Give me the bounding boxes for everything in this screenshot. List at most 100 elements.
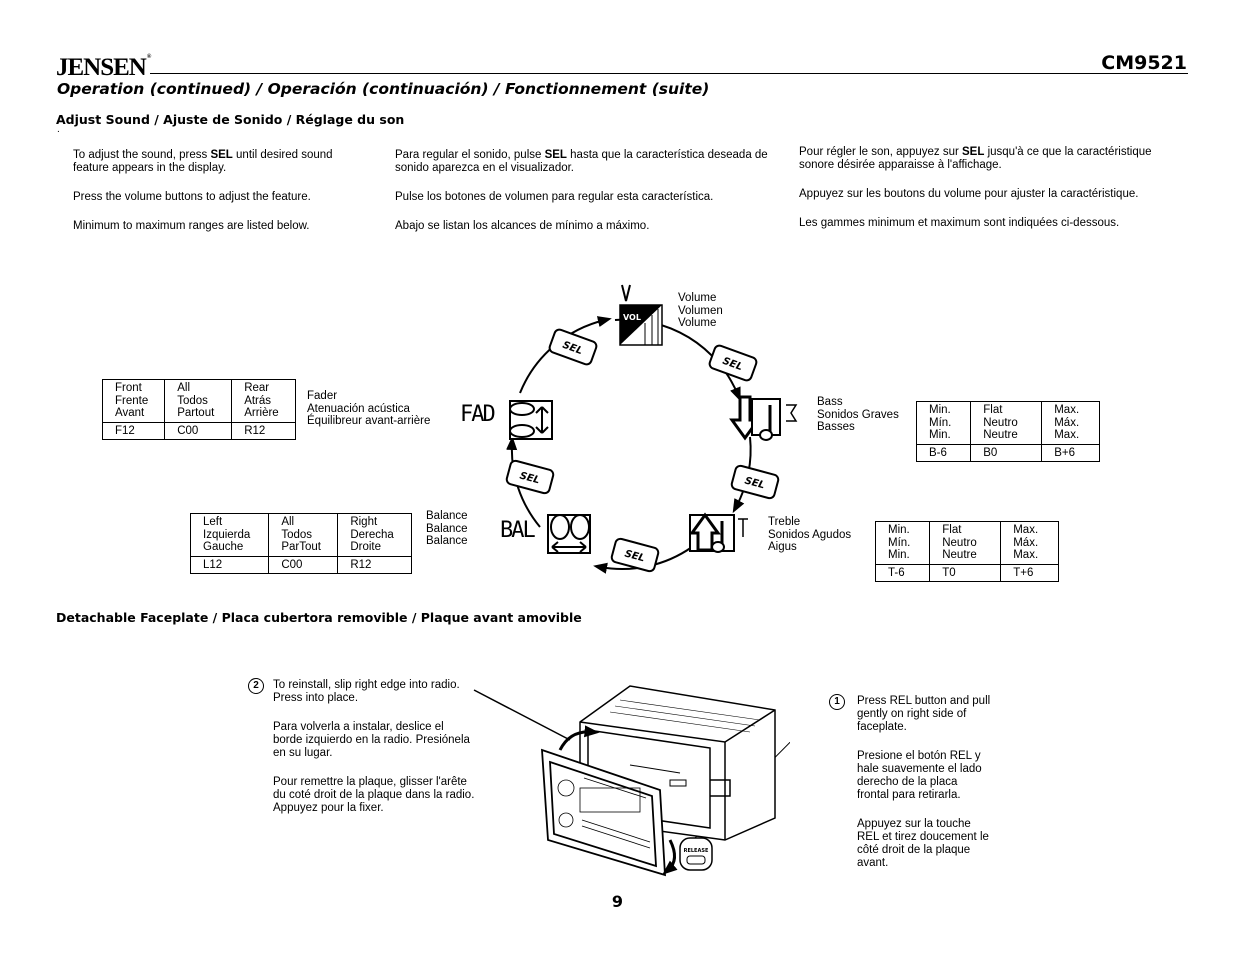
sel-tab: SEL [708,344,758,382]
label-line: Équilibreur avant-arrière [307,415,431,427]
header-line: Avant [115,407,145,419]
instruction-paragraph: Press the volume buttons to adjust the f… [73,191,363,204]
instruction-paragraph: Pulse los botones de volumen para regula… [395,191,790,204]
page-title: Operation (continued) / Operación (conti… [57,80,710,98]
table-value-cell: B0 [970,443,1043,462]
label-line: Volume [678,317,717,329]
svg-text:VOL: VOL [623,313,641,322]
table-header-cell: Max.Máx.Max. [1041,401,1100,445]
instruction-paragraph: Appuyez sur les boutons du volume pour a… [799,188,1189,201]
brand-text: JENSEN [56,54,147,81]
header-line: All [177,382,190,394]
label-line: Atenuación acústica [307,402,410,415]
stray-dot: . [57,124,60,135]
page-number: 9 [611,892,624,911]
header-line: Derecha [350,528,394,541]
instruction-text: hasta que la característica deseada de s… [395,149,768,174]
table-value-cell: R12 [231,421,296,440]
sound-menu-cycle-diagram: SEL SEL SEL SEL SEL VOL [460,284,798,574]
table-value-cell: R12 [337,555,412,574]
instruction-text: Press the volume buttons to adjust the f… [73,191,311,203]
label-line: Volume [678,292,717,304]
header-line: Min. [929,404,951,416]
header-line: Flat [942,524,962,536]
label-line: Volumen [678,304,723,317]
table-value-cell: T+6 [1000,563,1059,582]
step-paragraph: To reinstall, slip right edge into radio… [273,679,460,704]
table-value-cell: T-6 [874,563,931,582]
vent-pattern [609,699,761,733]
table-value-cell: B+6 [1041,443,1100,462]
svg-text:SEL: SEL [743,475,766,491]
release-button[interactable]: RELEASE [679,837,713,871]
header-line: Min. [888,549,910,561]
bal-display-glyph: BAL [500,518,535,543]
header-line: Droite [350,541,381,553]
step-paragraph: Press REL button and pull gently on righ… [857,695,991,733]
registered-mark: ® [146,54,152,60]
sel-tab: SEL [730,464,780,500]
faceplate-buttons [557,777,651,849]
table-value-cell: B-6 [915,443,972,462]
header-line: Flat [983,404,1003,416]
header-line: Todos [177,394,208,407]
header-line: Todos [281,528,313,541]
header-line: Neutre [983,429,1018,441]
header-line: Front [115,382,142,394]
volume-icon: VOL [619,284,663,346]
label-line: Balance [426,535,468,547]
header-line: Neutro [983,416,1018,429]
label-line: Balance [426,522,468,535]
header-line: Left [203,516,223,528]
step-paragraph: Para volverla a instalar, deslice el bor… [273,721,470,759]
instruction-text: Pour régler le son, appuyez sur [799,146,963,158]
header-line: Izquierda [203,528,251,541]
header-line: All [281,516,295,528]
header-line: Max. [1054,404,1080,416]
bass-icon [729,395,798,441]
label-line: Bass [817,396,843,408]
instruction-text: until desired sound feature appears in t… [73,149,333,174]
instruction-text: Appuyez sur les boutons du volume pour a… [799,188,1139,200]
header-line: Gauche [203,541,244,553]
header-line: Max. [1013,524,1039,536]
instruction-paragraph: Para regular el sonido, pulse SEL hasta … [395,149,790,175]
instruction-paragraph: To adjust the sound, press SEL until des… [73,149,363,175]
header-rule [150,73,1188,74]
label-line: Aigus [768,541,797,553]
svg-text:SEL: SEL [518,470,541,486]
faceplate [541,748,666,877]
table-value-cell: L12 [189,555,270,574]
label-line: Fader [307,390,338,402]
table-value-cell: C00 [268,555,339,574]
step-1-marker: 1 [829,694,845,710]
header-line: Min. [888,524,910,536]
instruction-paragraph: Pour régler le son, appuyez sur SEL jusq… [799,146,1189,172]
instruction-text: Les gammes minimum et maximum sont indiq… [799,217,1120,229]
label-line: Sonidos Agudos [768,528,852,541]
header-line: Frente [115,394,149,407]
fader-icon [509,400,553,440]
table-value-cell: T0 [929,563,1002,582]
model-number: CM9521 [1101,52,1187,74]
remove-instructions: Press REL button and pull gently on righ… [857,695,1017,886]
table-value-cell: F12 [101,421,166,440]
faceplate-heading: Detachable Faceplate / Placa cubertora r… [56,610,582,625]
table-value-cell: C00 [164,421,233,440]
